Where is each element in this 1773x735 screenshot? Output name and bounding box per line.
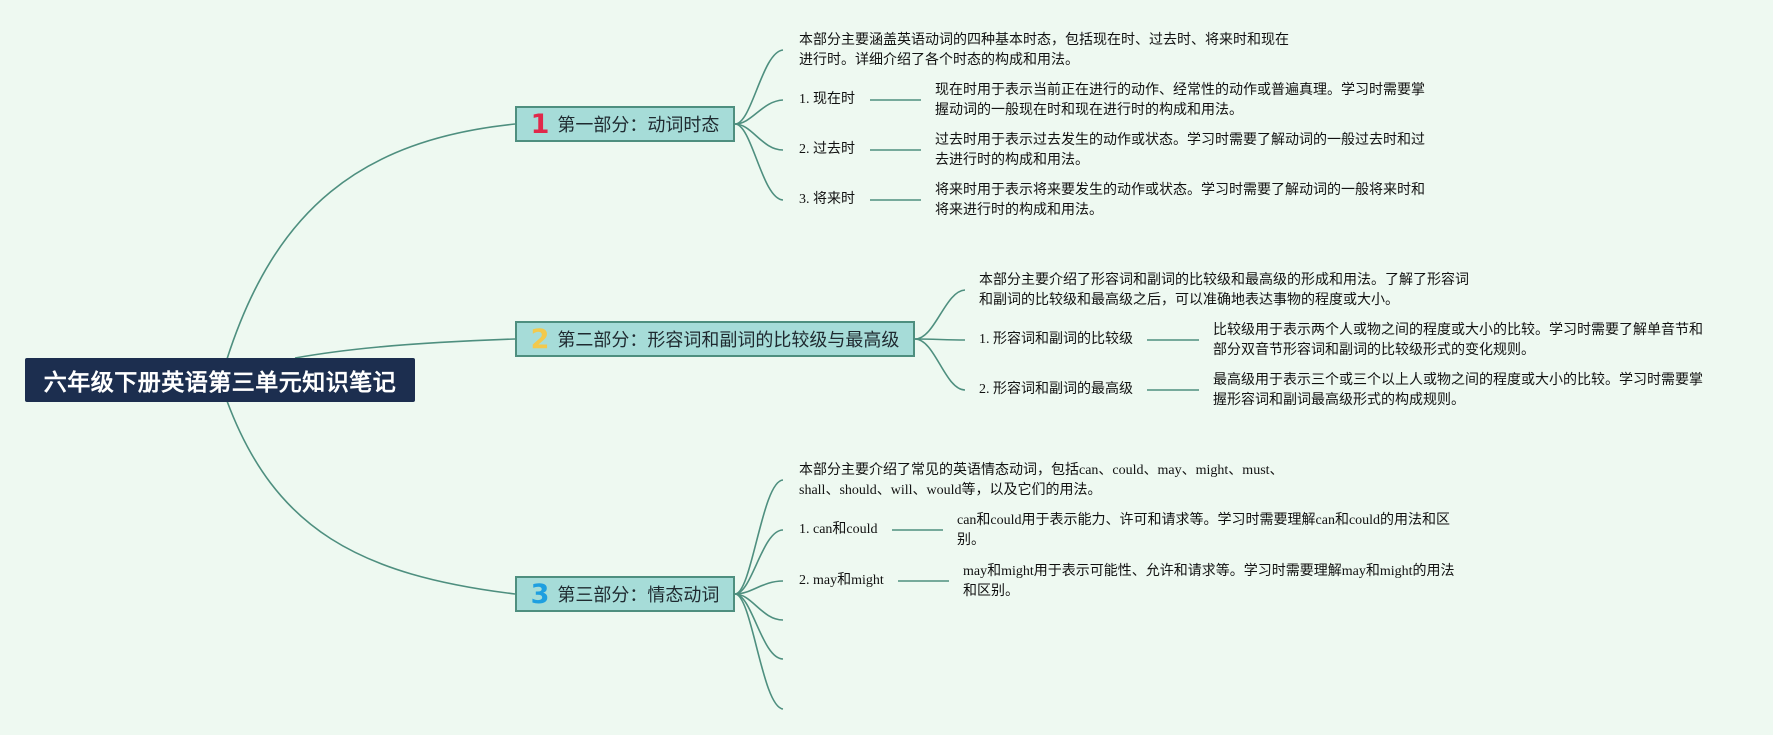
connector-part1-item3 (734, 123, 784, 201)
marker-2-icon: 2 (530, 323, 550, 355)
connector-part3-item2 (734, 580, 784, 595)
connector-part3-summary (734, 479, 784, 595)
connector-part1-item2 (734, 123, 784, 151)
part3-item1-detail[interactable]: can和could用于表示能力、许可和请求等。学习时需要理解can和could的… (957, 513, 1451, 548)
part1-item3-detail[interactable]: 将来时用于表示将来要发生的动作或状态。学习时需要了解动词的一般将来时和将来进行时… (935, 183, 1425, 218)
part1-item1-label[interactable]: 1. 现在时 (799, 92, 855, 107)
part2-item2-detail[interactable]: 最高级用于表示三个或三个以上人或物之间的程度或大小的比较。学习时需要掌握形容词和… (1213, 373, 1703, 408)
topic-part2[interactable]: 2 第二部分：形容词和副词的比较级与最高级 (515, 321, 915, 357)
topic-part3[interactable]: 3 第三部分：情态动词 (515, 576, 735, 612)
part3-summary[interactable]: 本部分主要介绍了常见的英语情态动词，包括can、could、may、might、… (799, 463, 1284, 498)
part1-item2-detail[interactable]: 过去时用于表示过去发生的动作或状态。学习时需要了解动词的一般过去时和过去进行时的… (935, 133, 1425, 168)
part3-item1-label[interactable]: 1. can和could (799, 522, 878, 537)
part3-item2-label[interactable]: 2. may和might (799, 573, 884, 588)
connector-part3-branch5 (734, 593, 784, 660)
connector-part2-summary (914, 289, 966, 340)
part1-item2-label[interactable]: 2. 过去时 (799, 142, 855, 157)
topic-part3-title: 第三部分：情态动词 (557, 585, 720, 606)
topic-part1-title: 第一部分：动词时态 (557, 115, 720, 136)
central-topic[interactable]: 六年级下册英语第三单元知识笔记 (25, 358, 415, 402)
connector-part1-summary (734, 49, 784, 125)
connector-root-part3 (226, 400, 516, 595)
connector-part3-branch6 (734, 593, 784, 710)
part2-item2-label[interactable]: 2. 形容词和副词的最高级 (979, 382, 1133, 397)
part2-item1-label[interactable]: 1. 形容词和副词的比较级 (979, 332, 1133, 347)
part3-item2-detail[interactable]: may和might用于表示可能性、允许和请求等。学习时需要理解may和might… (963, 564, 1455, 599)
marker-1-icon: 1 (530, 108, 550, 140)
connector-part2-item2 (914, 338, 966, 391)
part1-item1-detail[interactable]: 现在时用于表示当前正在进行的动作、经常性的动作或普遍真理。学习时需要掌握动词的一… (935, 83, 1425, 118)
connector-part2-item1 (914, 338, 966, 341)
part2-summary[interactable]: 本部分主要介绍了形容词和副词的比较级和最高级的形成和用法。了解了形容词和副词的比… (979, 273, 1469, 308)
topic-part1[interactable]: 1 第一部分：动词时态 (515, 106, 735, 142)
part2-item1-detail[interactable]: 比较级用于表示两个人或物之间的程度或大小的比较。学习时需要了解单音节和部分双音节… (1213, 323, 1703, 358)
topic-part2-title: 第二部分：形容词和副词的比较级与最高级 (557, 330, 900, 351)
part1-item3-label[interactable]: 3. 将来时 (799, 192, 855, 207)
connector-root-part2 (294, 338, 516, 359)
connector-part3-item1 (734, 529, 784, 595)
marker-3-icon: 3 (530, 578, 550, 610)
part1-summary[interactable]: 本部分主要涵盖英语动词的四种基本时态，包括现在时、过去时、将来时和现在进行时。详… (799, 33, 1289, 68)
connector-part1-item1 (734, 99, 784, 125)
connector-root-part1 (226, 123, 516, 360)
